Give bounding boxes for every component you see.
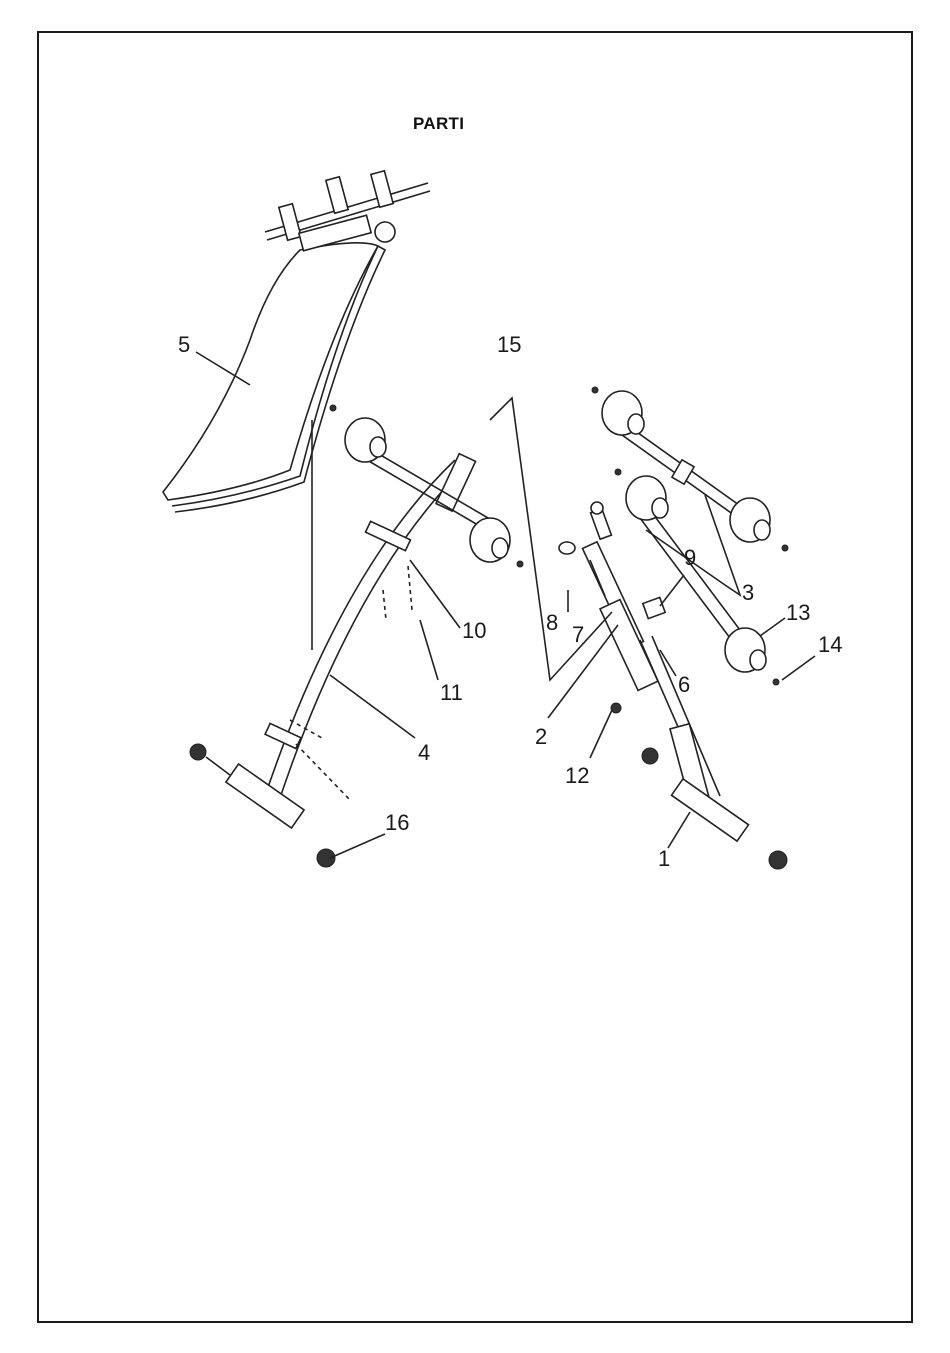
label-8: 8 (546, 610, 558, 635)
label-4: 4 (418, 740, 430, 765)
main-frame (262, 454, 476, 810)
label-9: 9 (684, 545, 696, 570)
seat-pad (163, 243, 385, 512)
label-12: 12 (565, 763, 589, 788)
label-16: 16 (385, 810, 409, 835)
label-3: 3 (742, 580, 754, 605)
upper-roller-bar (330, 405, 523, 567)
label-6: 6 (678, 672, 690, 697)
frame-cross-tube (366, 521, 412, 620)
label-7: 7 (572, 622, 584, 647)
label-11: 11 (440, 680, 463, 705)
right-upper-roller-bar (592, 387, 788, 551)
label-1: 1 (658, 846, 670, 871)
label-5: 5 (178, 332, 190, 357)
label-15: 15 (497, 332, 521, 357)
label-2: 2 (535, 724, 547, 749)
label-13: 13 (786, 600, 810, 625)
top-roller-assembly (265, 171, 430, 251)
label-10: 10 (462, 618, 486, 643)
label-14: 14 (818, 632, 842, 657)
